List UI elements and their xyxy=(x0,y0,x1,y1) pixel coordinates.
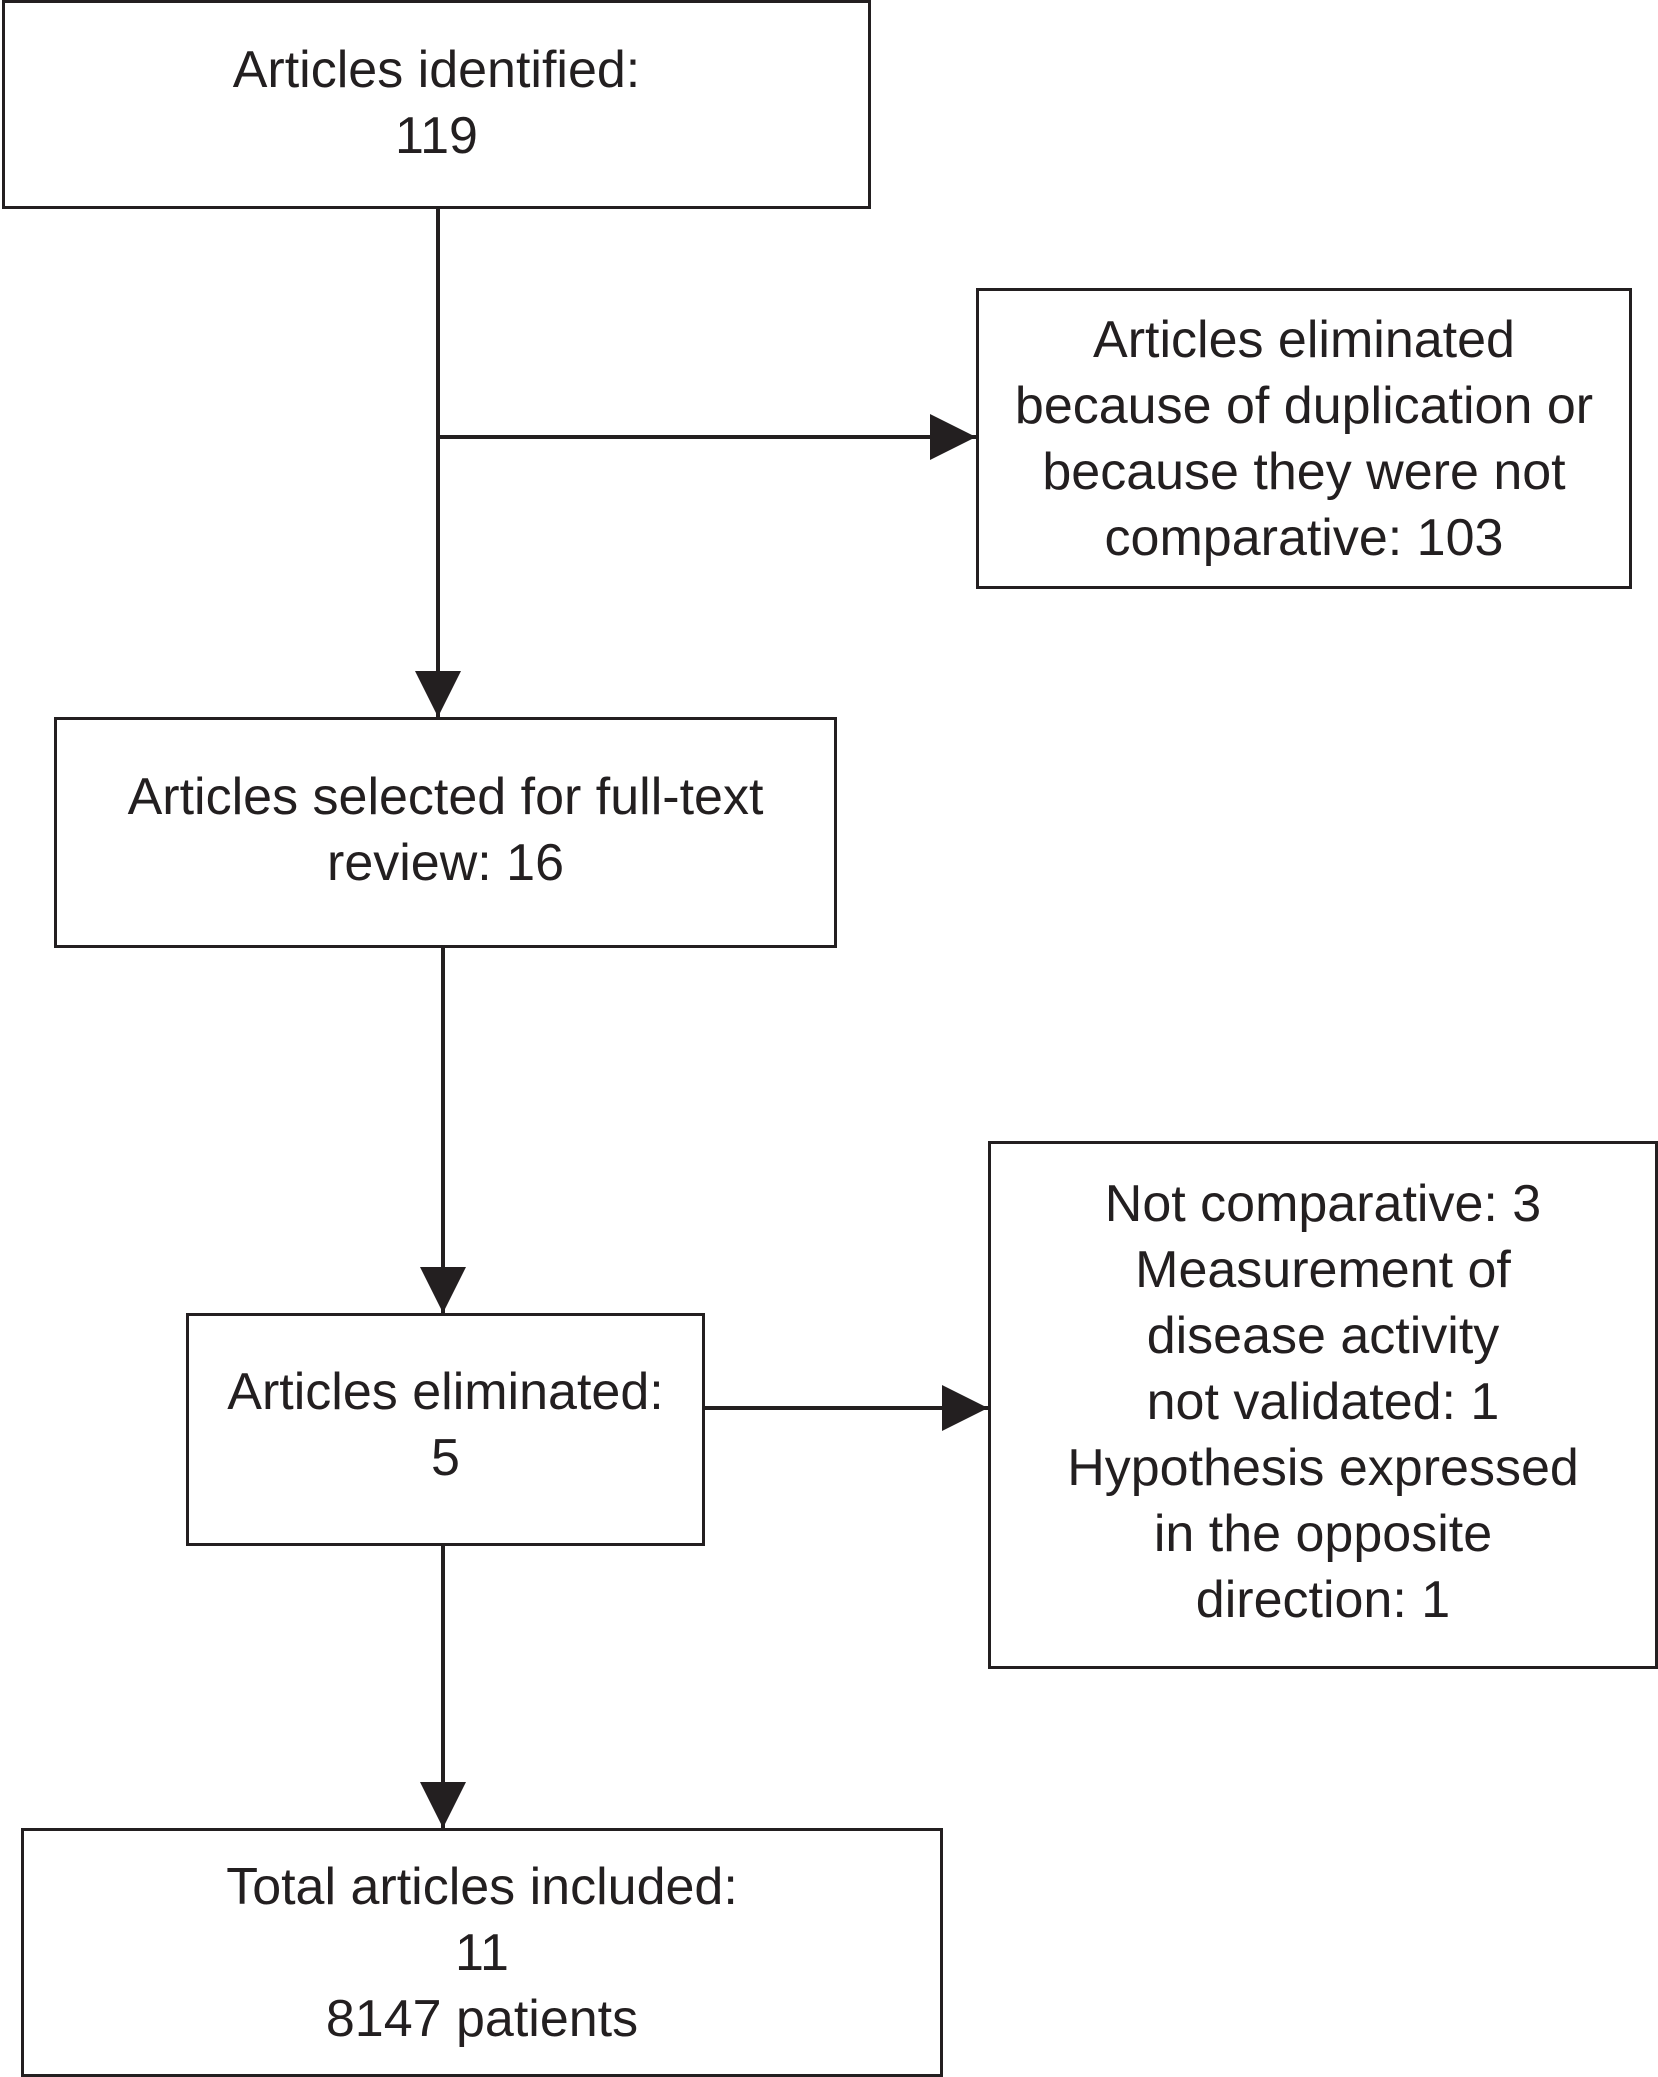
total-articles-included-text: Total articles included: 11 8147 patient… xyxy=(226,1857,738,2048)
articles-identified-text: Articles identified: 119 xyxy=(232,40,641,165)
elimination-reasons-text: Not comparative: 3 Measurement of diseas… xyxy=(1067,1175,1579,1629)
articles-selected-full-text-text: Articles selected for full-text review: … xyxy=(127,767,764,892)
articles-identified-box: Articles identified: 119 xyxy=(2,0,871,209)
articles-eliminated-text: Articles eliminated: 5 xyxy=(227,1362,664,1487)
articles-selected-full-text-box: Articles selected for full-text review: … xyxy=(54,717,837,948)
articles-eliminated-duplication-text: Articles eliminated because of duplicati… xyxy=(1014,310,1594,567)
total-articles-included-box: Total articles included: 11 8147 patient… xyxy=(21,1828,943,2077)
articles-eliminated-box: Articles eliminated: 5 xyxy=(186,1313,705,1546)
elimination-reasons-box: Not comparative: 3 Measurement of diseas… xyxy=(988,1141,1658,1669)
articles-eliminated-duplication-box: Articles eliminated because of duplicati… xyxy=(976,288,1632,589)
